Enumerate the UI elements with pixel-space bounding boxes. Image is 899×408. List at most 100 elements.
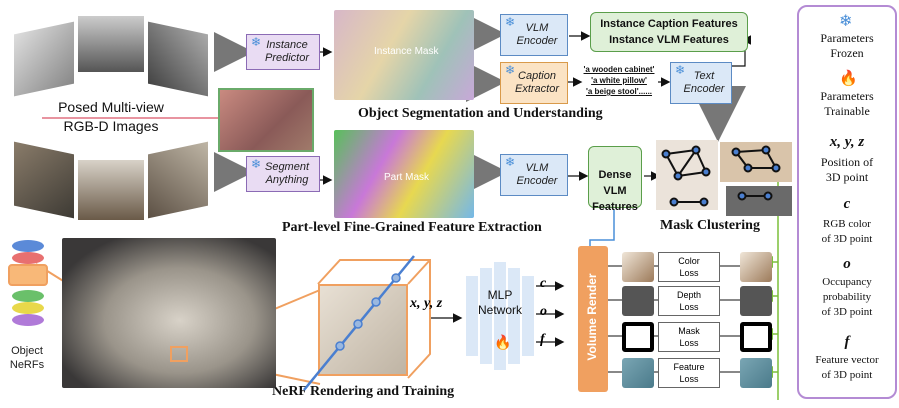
text-encoder-label: Text Encoder bbox=[683, 70, 725, 95]
mlp-layer bbox=[494, 262, 506, 370]
scene-render-image bbox=[62, 238, 276, 388]
view-image bbox=[78, 16, 144, 72]
mlp-output-o: o bbox=[540, 304, 547, 319]
mask-loss-label: Mask Loss bbox=[678, 326, 700, 348]
multiview-images: Posed Multi-view RGB-D Images bbox=[6, 10, 216, 230]
part-level-title: Part-level Fine-Grained Feature Extracti… bbox=[282, 220, 542, 235]
pillow-cube bbox=[318, 284, 408, 376]
nerf-disk bbox=[12, 302, 44, 314]
instance-mask-label: Instance Mask bbox=[374, 46, 439, 57]
gt-mask-thumb bbox=[740, 322, 772, 352]
vlm-encoder-bottom: ❄ VLM Encoder bbox=[500, 154, 568, 196]
part-mask-image: Part Mask bbox=[334, 130, 474, 218]
caption-extractor-label: Caption Extractor bbox=[514, 70, 559, 95]
vlm-encoder-top-label: VLM Encoder bbox=[516, 22, 558, 47]
instance-features-box: Instance Caption Features Instance VLM F… bbox=[590, 12, 748, 52]
posed-multiview-label: Posed Multi-view RGB-D Images bbox=[58, 99, 164, 134]
snowflake-icon: ❄ bbox=[505, 15, 516, 29]
nerf-disk bbox=[12, 252, 44, 264]
ray-overlay bbox=[303, 255, 431, 391]
legend-o-desc: Occupancy probability of 3D point bbox=[821, 276, 873, 318]
volume-render-label: Volume Render bbox=[585, 273, 599, 361]
segment-anything-label: Segment Anything bbox=[264, 161, 310, 186]
view-image bbox=[78, 160, 144, 220]
snowflake-icon: ❄ bbox=[839, 13, 853, 30]
mlp-layer bbox=[466, 276, 478, 356]
mlp-output-c: c bbox=[540, 276, 547, 291]
feature-loss-label: Feature Loss bbox=[673, 362, 705, 384]
flame-icon: 🔥 bbox=[494, 334, 512, 350]
legend-xyz-symbol: x, y, z bbox=[829, 134, 865, 150]
view-image bbox=[148, 21, 208, 97]
mlp-layer bbox=[480, 268, 492, 364]
dense-vlm-features-label: Dense VLM Features bbox=[592, 169, 638, 213]
mlp-layer bbox=[508, 268, 520, 364]
flame-icon: 🔥 bbox=[839, 70, 858, 87]
nerf-disk bbox=[12, 314, 44, 326]
legend-trainable: Parameters Trainable bbox=[820, 89, 874, 118]
mlp-output-f: f bbox=[540, 332, 545, 347]
rendered-depth-thumb bbox=[622, 286, 654, 316]
vlm-encoder-bottom-label: VLM Encoder bbox=[516, 162, 558, 187]
color-loss-label: Color Loss bbox=[678, 256, 700, 278]
dense-vlm-features-box: Dense VLM Features bbox=[588, 146, 642, 213]
legend-xyz-desc: Position of 3D point bbox=[820, 155, 874, 184]
feature-loss-box: Feature Loss bbox=[658, 358, 720, 388]
legend-panel: ❄ Parameters Frozen 🔥 Parameters Trainab… bbox=[797, 5, 897, 399]
gt-feature-thumb bbox=[740, 358, 772, 388]
snowflake-icon: ❄ bbox=[675, 63, 686, 77]
xyz-input-label: x, y, z bbox=[410, 296, 443, 311]
instance-caption-features: Instance Caption Features bbox=[600, 18, 738, 30]
caption-extractor-box: ❄ Caption Extractor bbox=[500, 62, 568, 104]
legend-c-desc: RGB color of 3D point bbox=[821, 218, 873, 245]
snowflake-icon: ❄ bbox=[251, 157, 262, 171]
object-nerfs-stack bbox=[8, 238, 48, 328]
view-image bbox=[148, 141, 208, 219]
view-image bbox=[14, 21, 74, 97]
part-mask-label: Part Mask bbox=[384, 172, 430, 183]
mask-clustering-title: Mask Clustering bbox=[660, 218, 760, 233]
mlp-layer bbox=[522, 276, 534, 356]
snowflake-icon: ❄ bbox=[505, 63, 516, 77]
instance-predictor-box: ❄ Instance Predictor bbox=[246, 34, 320, 70]
instance-vlm-features: Instance VLM Features bbox=[609, 34, 729, 46]
nerf-disk-selected bbox=[8, 264, 48, 286]
object-seg-title: Object Segmentation and Understanding bbox=[358, 106, 603, 121]
captions-list: 'a wooden cabinet' 'a white pillow' 'a b… bbox=[576, 64, 662, 97]
nerf-disk bbox=[12, 290, 44, 302]
color-loss-box: Color Loss bbox=[658, 252, 720, 282]
segment-anything-box: ❄ Segment Anything bbox=[246, 156, 320, 192]
mlp-network-label: MLP Network bbox=[477, 288, 522, 317]
clustering-graph-edges bbox=[661, 145, 781, 207]
clustering-graph-image bbox=[720, 142, 792, 182]
volume-render-bar: Volume Render bbox=[578, 246, 608, 392]
rendered-color-thumb bbox=[622, 252, 654, 282]
caption-item: 'a white pillow' bbox=[591, 76, 647, 85]
gt-color-thumb bbox=[740, 252, 772, 282]
mlp-network: MLP Network 🔥 bbox=[466, 262, 534, 370]
legend-frozen: Parameters Frozen bbox=[820, 31, 874, 60]
view-image bbox=[14, 141, 74, 219]
clustering-graph-image bbox=[726, 186, 792, 216]
legend-c-symbol: c bbox=[843, 196, 851, 212]
legend-f-symbol: f bbox=[844, 334, 850, 350]
legend-o-symbol: o bbox=[843, 256, 851, 272]
depth-loss-label: Depth Loss bbox=[676, 290, 702, 312]
caption-item: 'a wooden cabinet' bbox=[583, 65, 655, 74]
nerf-title: NeRF Rendering and Training bbox=[272, 384, 455, 399]
caption-item: 'a beige stool'...... bbox=[585, 87, 653, 96]
text-encoder-box: ❄ Text Encoder bbox=[670, 62, 732, 104]
mask-loss-box: Mask Loss bbox=[658, 322, 720, 352]
selected-object-box bbox=[170, 346, 188, 362]
topdown-scene-image bbox=[218, 88, 314, 152]
instance-predictor-label: Instance Predictor bbox=[264, 39, 310, 64]
instance-mask-image: Instance Mask bbox=[334, 10, 474, 100]
vlm-encoder-top: ❄ VLM Encoder bbox=[500, 14, 568, 56]
depth-loss-box: Depth Loss bbox=[658, 286, 720, 316]
object-nerfs-label: Object NeRFs bbox=[9, 345, 45, 371]
legend-f-desc: Feature vector of 3D point bbox=[815, 354, 879, 381]
snowflake-icon: ❄ bbox=[251, 35, 262, 49]
nerf-disk bbox=[12, 240, 44, 252]
snowflake-icon: ❄ bbox=[505, 155, 516, 169]
rendered-feature-thumb bbox=[622, 358, 654, 388]
